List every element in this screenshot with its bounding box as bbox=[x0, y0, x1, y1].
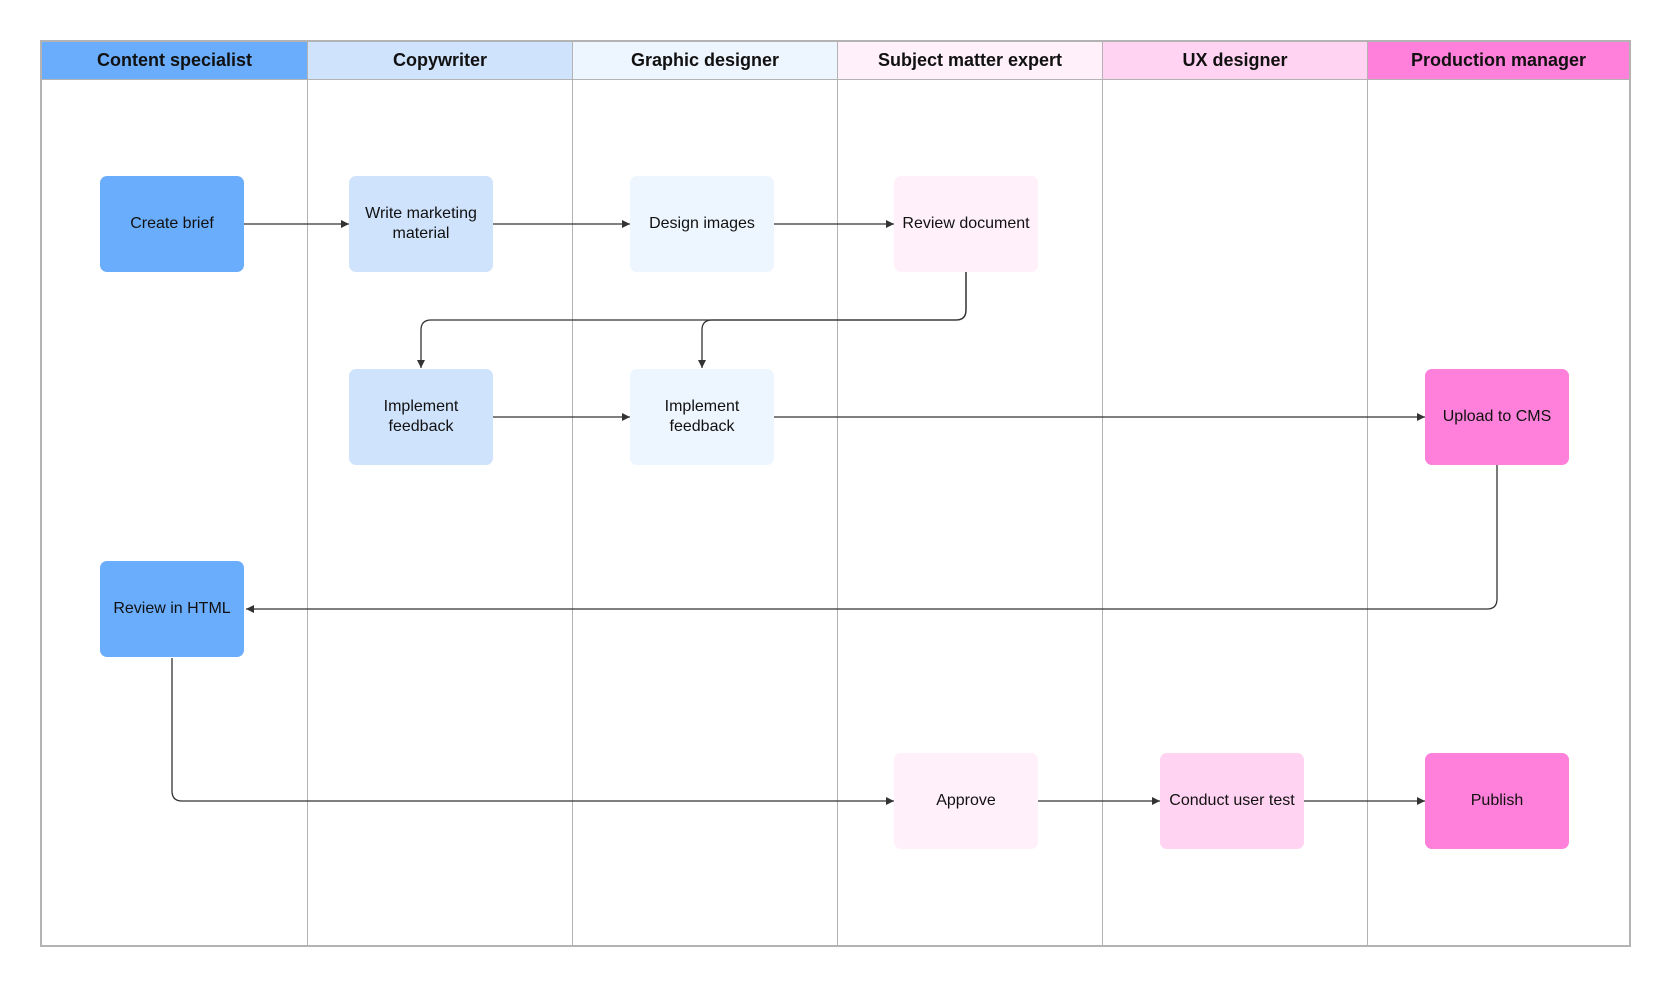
lane-header-ux-designer: UX designer bbox=[1103, 42, 1367, 80]
node-create-brief[interactable]: Create brief bbox=[100, 176, 244, 272]
connector-upload-cms-to-review-html bbox=[246, 465, 1498, 613]
connector-review-document-to-implement-feedback-graphic bbox=[698, 272, 967, 368]
lane-production-manager: Production manager bbox=[1367, 42, 1629, 945]
connector-review-html-to-approve bbox=[171, 658, 894, 805]
lane-copywriter: Copywriter bbox=[307, 42, 572, 945]
lane-header-content-specialist: Content specialist bbox=[42, 42, 307, 80]
lane-graphic-designer: Graphic designer bbox=[572, 42, 837, 945]
node-implement-feedback-copywriter[interactable]: Implement feedback bbox=[349, 369, 493, 465]
node-write-marketing-material[interactable]: Write marketing material bbox=[349, 176, 493, 272]
node-review-in-html[interactable]: Review in HTML bbox=[100, 561, 244, 657]
lane-content-specialist: Content specialist bbox=[42, 42, 307, 945]
node-publish[interactable]: Publish bbox=[1425, 753, 1569, 849]
node-implement-feedback-graphic[interactable]: Implement feedback bbox=[630, 369, 774, 465]
lane-header-production-manager: Production manager bbox=[1368, 42, 1629, 80]
node-upload-to-cms[interactable]: Upload to CMS bbox=[1425, 369, 1569, 465]
swimlane-board: Content specialist Copywriter Graphic de… bbox=[40, 40, 1631, 947]
lane-header-subject-matter-expert: Subject matter expert bbox=[838, 42, 1102, 80]
node-review-document[interactable]: Review document bbox=[894, 176, 1038, 272]
lane-ux-designer: UX designer bbox=[1102, 42, 1367, 945]
node-design-images[interactable]: Design images bbox=[630, 176, 774, 272]
lane-header-copywriter: Copywriter bbox=[308, 42, 572, 80]
lane-header-graphic-designer: Graphic designer bbox=[573, 42, 837, 80]
lane-subject-matter-expert: Subject matter expert bbox=[837, 42, 1102, 945]
node-approve[interactable]: Approve bbox=[894, 753, 1038, 849]
node-conduct-user-test[interactable]: Conduct user test bbox=[1160, 753, 1304, 849]
